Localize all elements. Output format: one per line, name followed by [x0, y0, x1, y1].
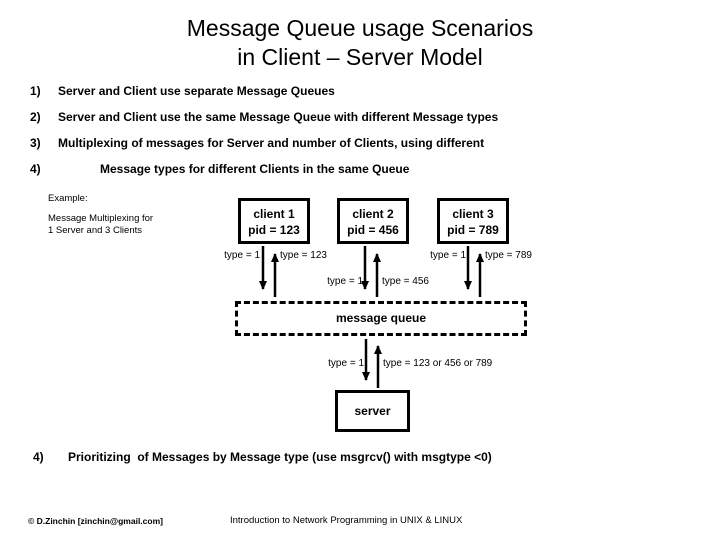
- client-1-pid: pid = 123: [248, 223, 300, 237]
- client-2-up-arrow-label: type = 456: [382, 276, 429, 287]
- bottom-item-text: Prioritizing of Messages by Message type…: [68, 450, 492, 464]
- message-queue-box: message queue: [235, 301, 527, 336]
- list-item-4-text: Message types for different Clients in t…: [100, 162, 410, 176]
- example-heading: Example:: [48, 193, 88, 204]
- page-title-line2: in Client – Server Model: [237, 44, 483, 70]
- client-1-down-arrow-label: type = 1: [224, 250, 260, 261]
- page-title: Message Queue usage Scenarios in Client …: [0, 14, 720, 72]
- bottom-item-number: 4): [33, 450, 44, 464]
- server-up-arrow-label: type = 123 or 456 or 789: [383, 358, 493, 369]
- client-1-name: client 1: [253, 207, 295, 221]
- list-item-4-number: 4): [30, 162, 41, 176]
- client-3-pid: pid = 789: [447, 223, 499, 237]
- list-item-3-number: 3): [30, 136, 41, 150]
- client-2-down-arrow-label: type = 1: [327, 276, 363, 287]
- list-item-2-number: 2): [30, 110, 41, 124]
- client-3-up-arrow-label: type = 789: [485, 250, 532, 261]
- server-label: server: [354, 404, 391, 418]
- client-2-pid: pid = 456: [347, 223, 399, 237]
- client-2-name: client 2: [352, 207, 394, 221]
- client-2-box: client 2 pid = 456: [337, 198, 409, 244]
- list-item-3-text: Multiplexing of messages for Server and …: [58, 136, 485, 150]
- message-queue-label: message queue: [335, 311, 427, 325]
- client-1-up-arrow-label: type = 123: [280, 250, 327, 261]
- example-caption: Message Multiplexing for 1 Server and 3 …: [48, 213, 198, 236]
- example-caption-line2: 1 Server and 3 Clients: [48, 224, 142, 236]
- example-caption-line1: Message Multiplexing for: [48, 213, 154, 224]
- list-item-2-text: Server and Client use the same Message Q…: [58, 110, 499, 124]
- client-1-box: client 1 pid = 123: [238, 198, 310, 244]
- client-3-name: client 3: [452, 207, 494, 221]
- footer-course-title: Introduction to Network Programming in U…: [230, 515, 463, 526]
- server-box: server: [335, 390, 410, 432]
- client-3-down-arrow-label: type = 1: [430, 250, 466, 261]
- footer-copyright: © D.Zinchin [zinchin@gmail.com]: [28, 516, 163, 526]
- list-item-1-text: Server and Client use separate Message Q…: [58, 84, 335, 98]
- client-3-box: client 3 pid = 789: [437, 198, 509, 244]
- list-item-1-number: 1): [30, 84, 41, 98]
- page-title-line1: Message Queue usage Scenarios: [186, 15, 534, 41]
- server-down-arrow-label: type = 1: [328, 358, 364, 369]
